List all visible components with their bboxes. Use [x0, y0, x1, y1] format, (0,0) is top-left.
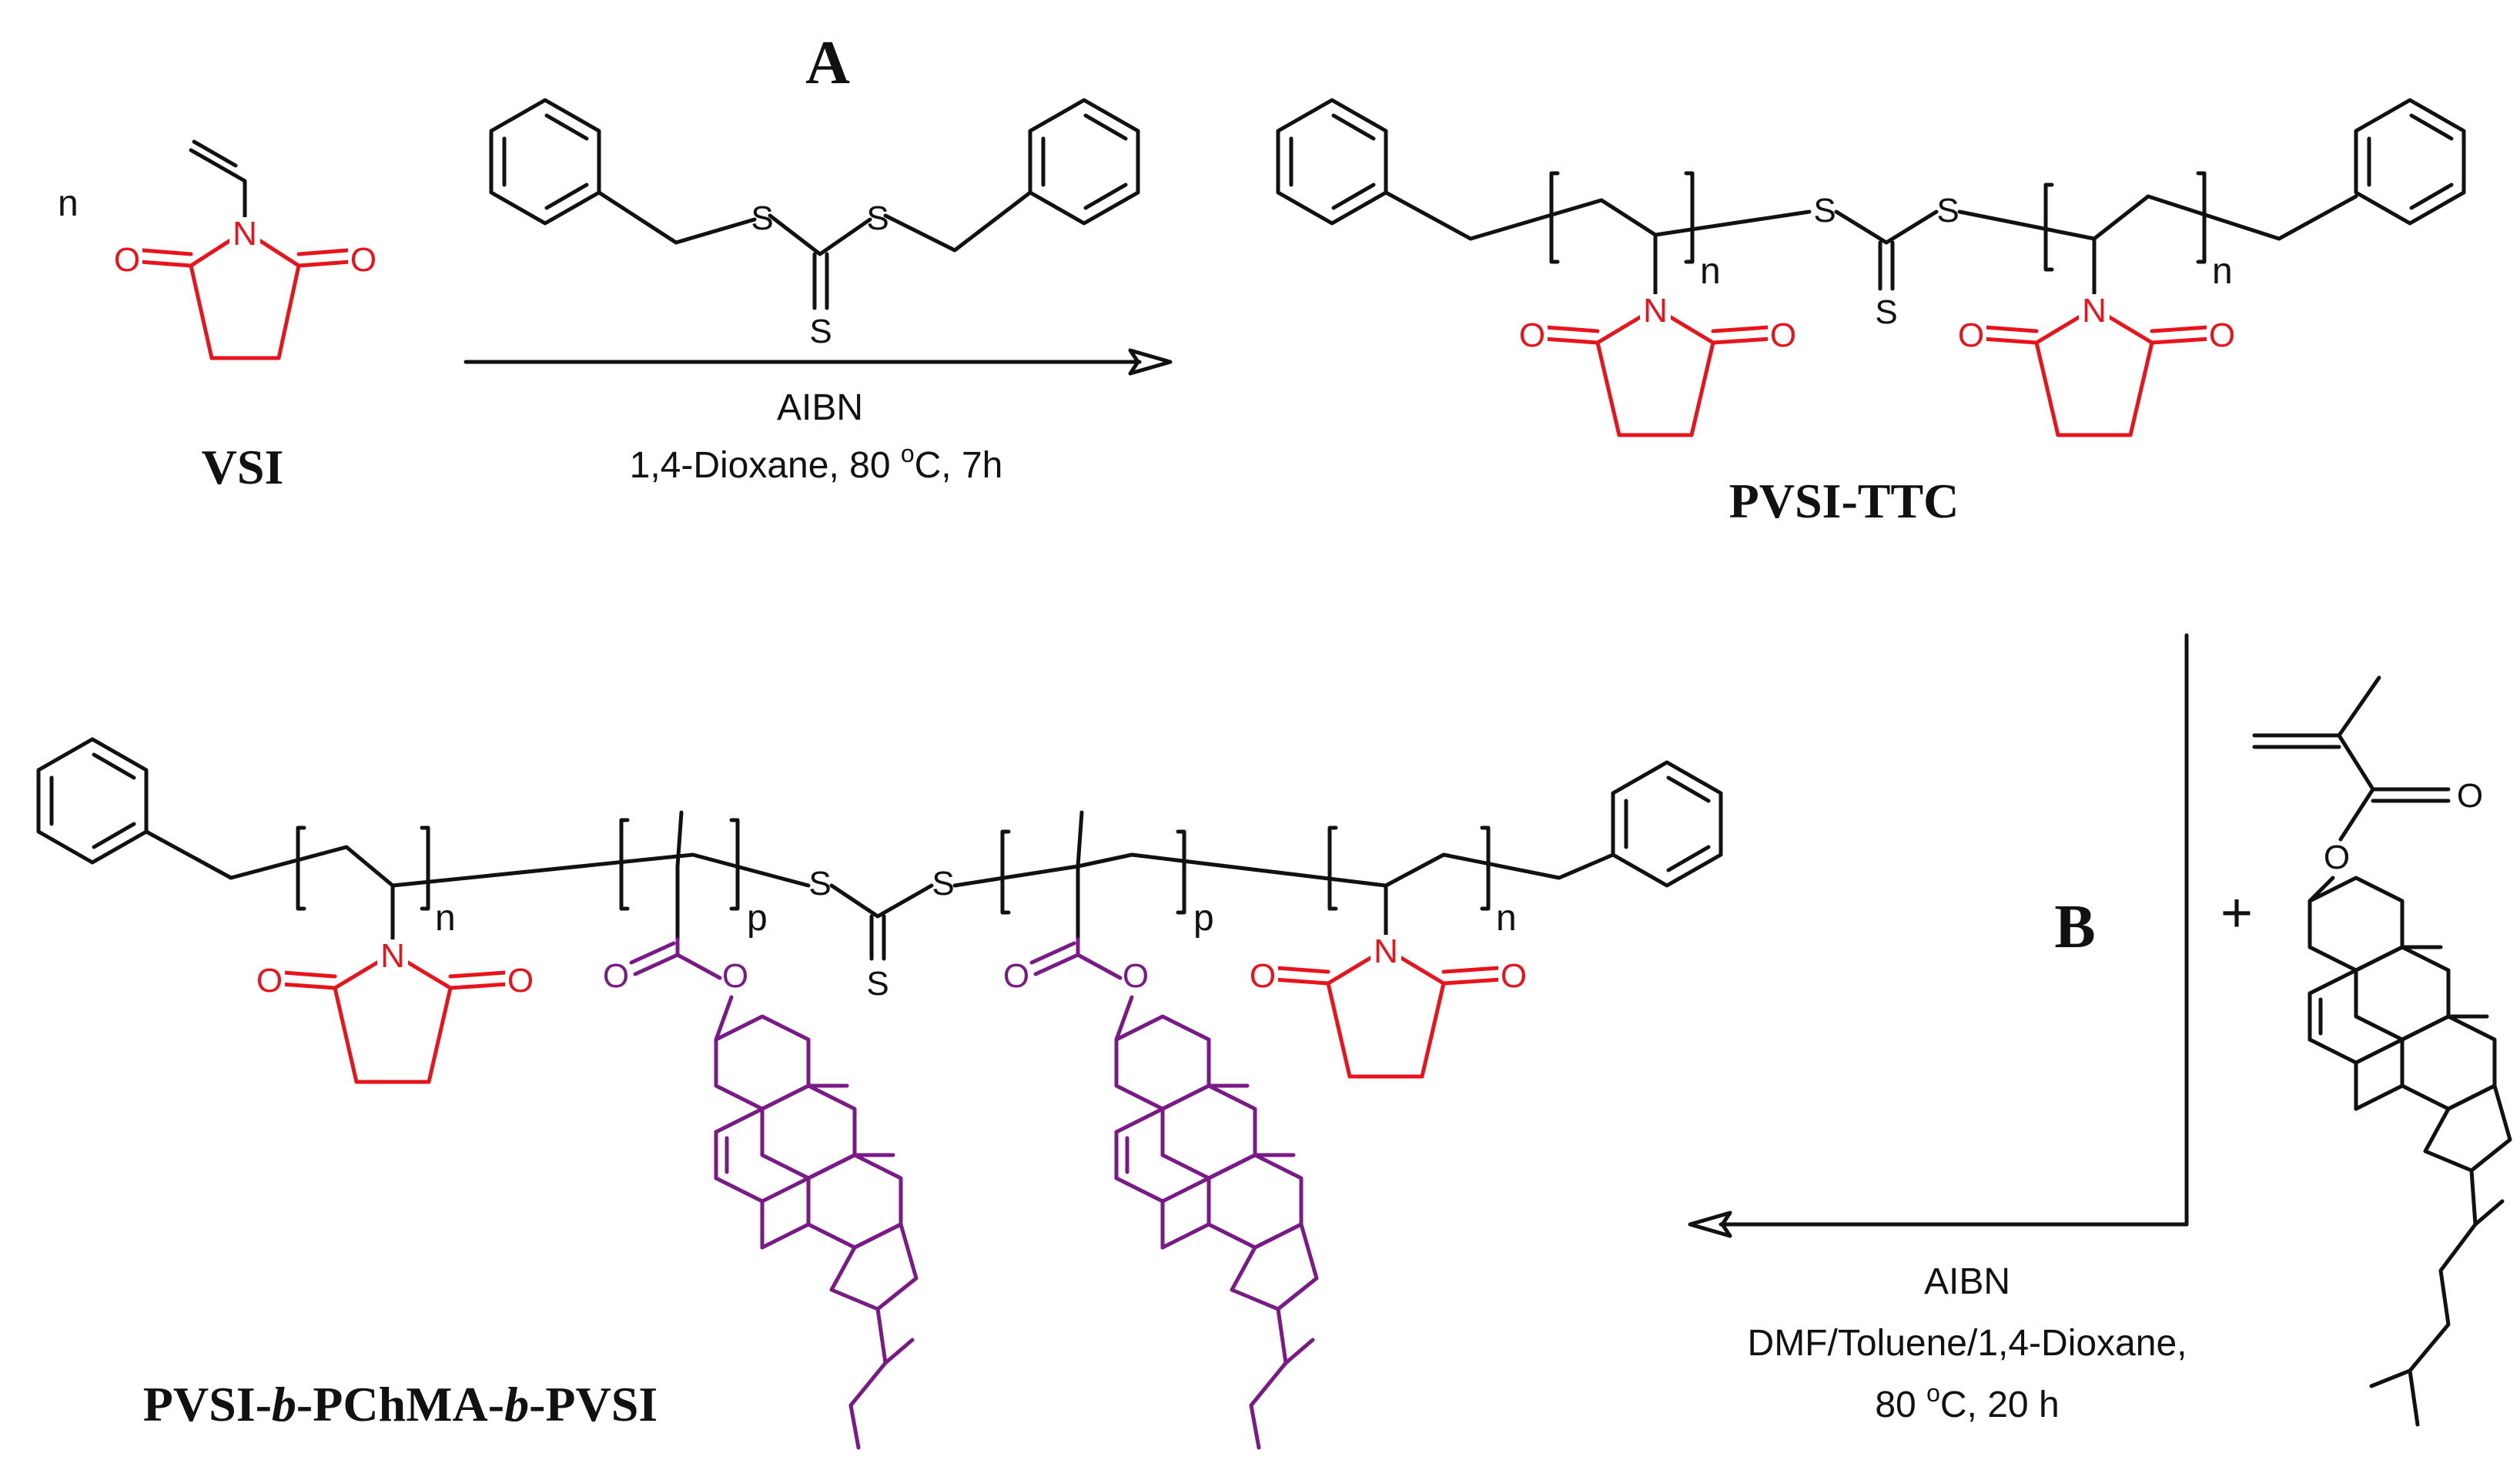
- oxygen-atom: O: [1003, 957, 1029, 995]
- vsi-monomer: n N O O VSI: [58, 139, 379, 494]
- svg-text:N: N: [1643, 292, 1668, 330]
- succinimide-ring: [1595, 306, 1715, 437]
- svg-text:p: p: [747, 898, 768, 939]
- oxygen-atom: O: [603, 957, 629, 995]
- succinimide-ring: [189, 229, 301, 360]
- pvsi-b-pchma-b-pvsi: n N O O p O O: [36, 737, 1723, 1450]
- methyl-group: [1076, 810, 1084, 869]
- oxygen-atom: O: [722, 957, 748, 995]
- sulfur-atom: S: [751, 199, 773, 237]
- benzene-ring: [36, 737, 149, 865]
- repeat-bracket: [2196, 171, 2207, 264]
- svg-text:p: p: [1193, 898, 1214, 939]
- reaction-arrow-b: B + AIBN DMF/Toluene/1,4-Dioxane, 80 oC,…: [1688, 633, 2253, 1425]
- pvsi-ttc-label: PVSI-TTC: [1729, 474, 1959, 528]
- plus-sign: +: [2220, 882, 2253, 944]
- cholesteryl-methacrylate: O O: [2252, 675, 2512, 1427]
- repeat-bracket: [1000, 829, 1011, 915]
- sulfur-atom: S: [866, 965, 889, 1003]
- dibenzyl-trithiocarbonate: S S S: [489, 98, 1140, 350]
- svg-text:n: n: [1496, 898, 1517, 939]
- succinimide-ring: [1326, 946, 1446, 1079]
- repeat-bracket: [1549, 171, 1560, 264]
- succinimide-ring: [333, 951, 453, 1084]
- oxygen-atom: O: [114, 241, 140, 279]
- sulfur-atom: S: [932, 865, 954, 902]
- pvsi-ttc: n N O O S S S n N O O: [1276, 98, 2466, 528]
- vsi-label: VSI: [202, 440, 284, 494]
- svg-text:O: O: [1519, 316, 1545, 354]
- cholesteryl-group: [1114, 1014, 1319, 1450]
- methyl-group: [675, 810, 684, 869]
- repeat-bracket: [2043, 182, 2054, 272]
- vsi-stoich: n: [58, 183, 79, 224]
- arrow-head: [1128, 348, 1173, 376]
- sulfur-atom: S: [809, 313, 832, 350]
- svg-text:N: N: [380, 937, 405, 975]
- svg-text:N: N: [2082, 292, 2107, 330]
- repeat-bracket: [619, 818, 630, 911]
- repeat-bracket: [729, 818, 740, 911]
- oxygen-atom: O: [2324, 839, 2350, 876]
- vinyl-group: [189, 148, 247, 233]
- sulfur-atom: S: [808, 865, 831, 902]
- svg-text:O: O: [2209, 316, 2235, 354]
- sulfur-atom: S: [1936, 192, 1959, 229]
- step-b-label: B: [2054, 893, 2095, 961]
- svg-text:n: n: [2212, 251, 2233, 292]
- svg-text:O: O: [1250, 957, 1276, 995]
- benzene-ring: [489, 98, 601, 226]
- oxygen-atom: O: [2457, 777, 2483, 815]
- svg-text:O: O: [1770, 316, 1796, 354]
- svg-text:n: n: [1700, 251, 1721, 292]
- svg-text:n: n: [435, 898, 456, 939]
- benzene-ring: [1611, 760, 1723, 888]
- step-a-label: A: [805, 29, 850, 97]
- product-label: PVSI-b-PChMA-b-PVSI: [143, 1377, 658, 1432]
- svg-text:O: O: [1958, 316, 1984, 354]
- succinimide-ring: [2034, 306, 2154, 437]
- step-b-conditions: 80 oC, 20 h: [1875, 1379, 2059, 1425]
- repeat-bracket: [1176, 829, 1186, 915]
- repeat-bracket: [420, 825, 430, 911]
- arrow-head: [1688, 1211, 1732, 1238]
- oxygen-atom: O: [1123, 957, 1149, 995]
- svg-text:O: O: [1501, 957, 1527, 995]
- repeat-bracket: [1684, 171, 1695, 264]
- step-b-reagent: AIBN: [1924, 1261, 2010, 1302]
- svg-text:N: N: [1374, 933, 1398, 970]
- sulfur-atom: S: [866, 199, 889, 237]
- step-a-conditions: 1,4-Dioxane, 80 oC, 7h: [630, 440, 1003, 486]
- benzene-ring: [1276, 98, 1388, 226]
- reaction-arrow-a: AIBN 1,4-Dioxane, 80 oC, 7h: [464, 348, 1173, 486]
- svg-text:O: O: [256, 962, 283, 1000]
- sulfur-atom: S: [1813, 192, 1836, 229]
- benzene-ring: [2354, 98, 2466, 226]
- repeat-bracket: [1327, 825, 1338, 911]
- step-b-solvent: DMF/Toluene/1,4-Dioxane,: [1748, 1323, 2187, 1364]
- sulfur-atom: S: [1875, 293, 1897, 331]
- oxygen-atom: O: [350, 241, 376, 279]
- step-a-reagent: AIBN: [777, 387, 863, 428]
- repeat-bracket: [296, 825, 306, 911]
- repeat-bracket: [1480, 825, 1491, 911]
- svg-text:O: O: [507, 962, 534, 1000]
- nitrogen-atom: N: [233, 215, 257, 253]
- cholesteryl-group: [714, 1014, 919, 1450]
- benzene-ring: [1028, 98, 1140, 226]
